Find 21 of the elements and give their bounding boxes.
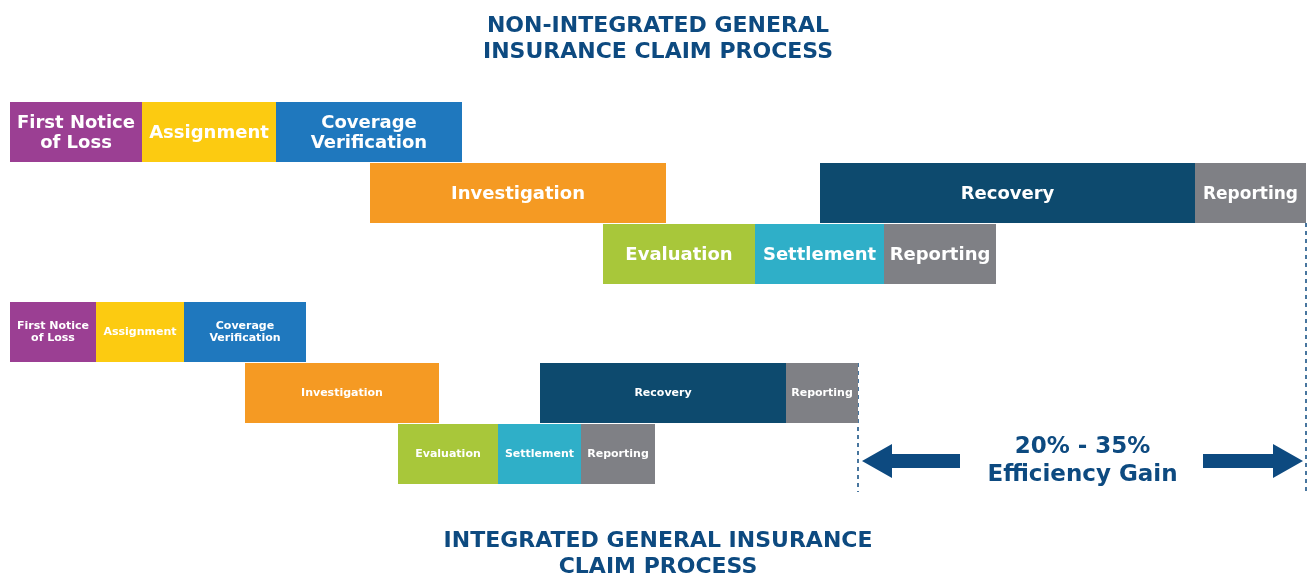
process-bar: Evaluation bbox=[603, 224, 755, 284]
process-bar: Settlement bbox=[755, 224, 884, 284]
process-bar: Reporting bbox=[581, 424, 655, 484]
process-bar: First Notice of Loss bbox=[10, 302, 96, 362]
process-bar: Settlement bbox=[498, 424, 581, 484]
chart-title: INTEGRATED GENERAL INSURANCE CLAIM PROCESS bbox=[442, 527, 874, 579]
process-bar: Assignment bbox=[142, 102, 276, 162]
process-bar: First Notice of Loss bbox=[10, 102, 142, 162]
process-bar: Reporting bbox=[786, 363, 858, 423]
process-bar: Reporting bbox=[1195, 163, 1306, 223]
process-bar: Coverage Verification bbox=[276, 102, 462, 162]
process-bar: Evaluation bbox=[398, 424, 498, 484]
efficiency-label: 20% - 35% Efficiency Gain bbox=[986, 432, 1179, 488]
chart-title: NON-INTEGRATED GENERAL INSURANCE CLAIM PROCESS bbox=[481, 12, 835, 65]
process-bar: Recovery bbox=[820, 163, 1195, 223]
process-bar: Investigation bbox=[245, 363, 439, 423]
process-bar: Recovery bbox=[540, 363, 786, 423]
process-bar: Reporting bbox=[884, 224, 996, 284]
process-bar: Assignment bbox=[96, 302, 184, 362]
process-bar: Investigation bbox=[370, 163, 666, 223]
process-bar: Coverage Verification bbox=[184, 302, 306, 362]
